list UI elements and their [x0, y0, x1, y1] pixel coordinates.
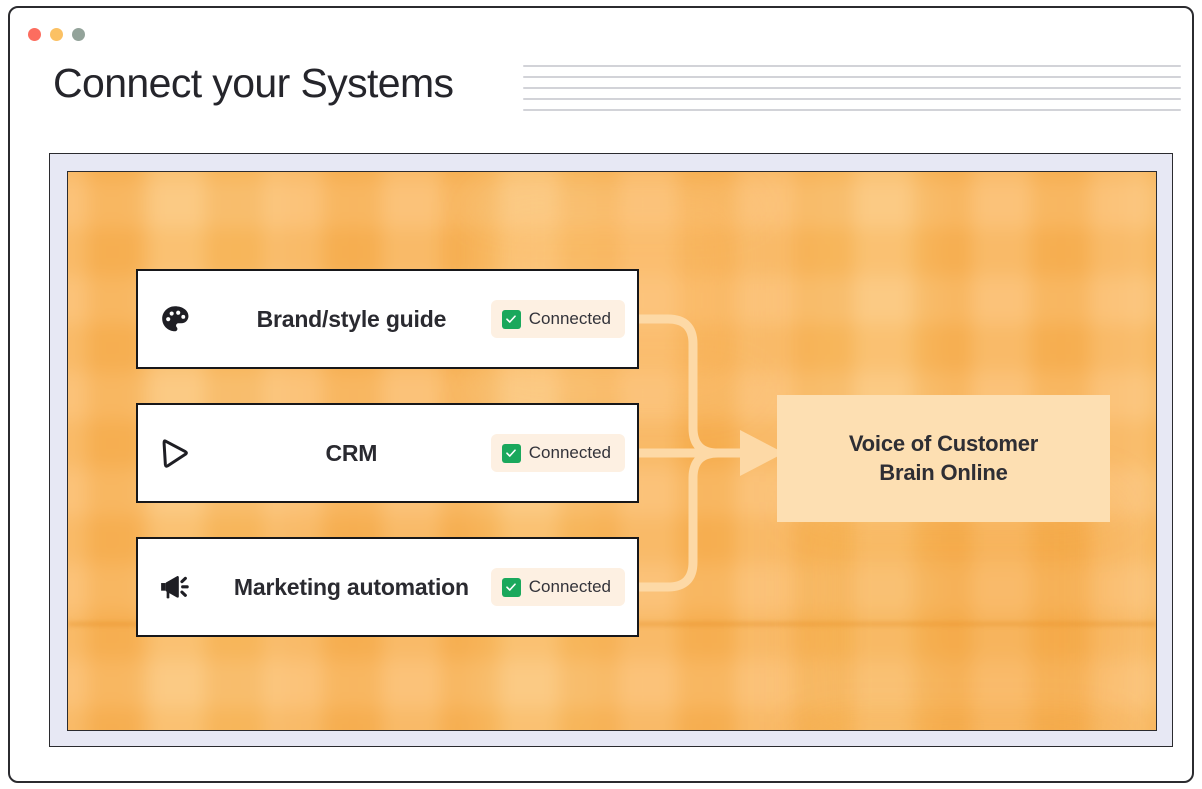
destination-box: Voice of Customer Brain Online	[777, 395, 1110, 522]
system-card-marketing[interactable]: Marketing automation Connected	[136, 537, 639, 637]
check-icon	[501, 309, 521, 329]
system-card-label: Brand/style guide	[256, 305, 447, 332]
status-label: Connected	[528, 577, 611, 596]
diagram-canvas: Brand/style guide Connected CRM	[67, 171, 1157, 731]
status-badge: Connected	[490, 300, 625, 338]
placeholder-line	[523, 65, 1181, 67]
status-badge: Connected	[490, 434, 625, 472]
megaphone-icon	[138, 570, 212, 604]
placeholder-line	[523, 76, 1181, 78]
window-close-button[interactable]	[28, 28, 41, 41]
status-label: Connected	[528, 443, 611, 462]
system-card-label: CRM	[325, 439, 378, 466]
status-label: Connected	[528, 309, 611, 328]
destination-title-line-1: Voice of Customer	[848, 431, 1039, 456]
check-icon	[501, 577, 521, 597]
diagram-frame: Brand/style guide Connected CRM	[49, 153, 1173, 747]
page-title: Connect your Systems	[53, 60, 454, 106]
system-card-brand[interactable]: Brand/style guide Connected	[136, 269, 639, 369]
window-minimize-button[interactable]	[50, 28, 63, 41]
window-titlebar	[10, 8, 1192, 58]
placeholder-line	[523, 109, 1181, 111]
browser-window: Connect your Systems	[8, 6, 1194, 783]
palette-icon	[138, 303, 212, 335]
system-card-label: Marketing automation	[233, 573, 469, 600]
check-icon	[501, 443, 521, 463]
canvas-texture-blob	[808, 502, 1108, 730]
window-maximize-button[interactable]	[72, 28, 85, 41]
cursor-arrow-icon	[138, 436, 212, 470]
placeholder-line	[523, 87, 1181, 89]
connector-arrowhead	[740, 430, 784, 476]
system-card-crm[interactable]: CRM Connected	[136, 403, 639, 503]
placeholder-line	[523, 98, 1181, 100]
connector-lines	[634, 314, 784, 592]
status-badge: Connected	[490, 568, 625, 606]
header-placeholder-lines	[523, 65, 1181, 111]
destination-title-line-2: Brain Online	[879, 460, 1008, 485]
